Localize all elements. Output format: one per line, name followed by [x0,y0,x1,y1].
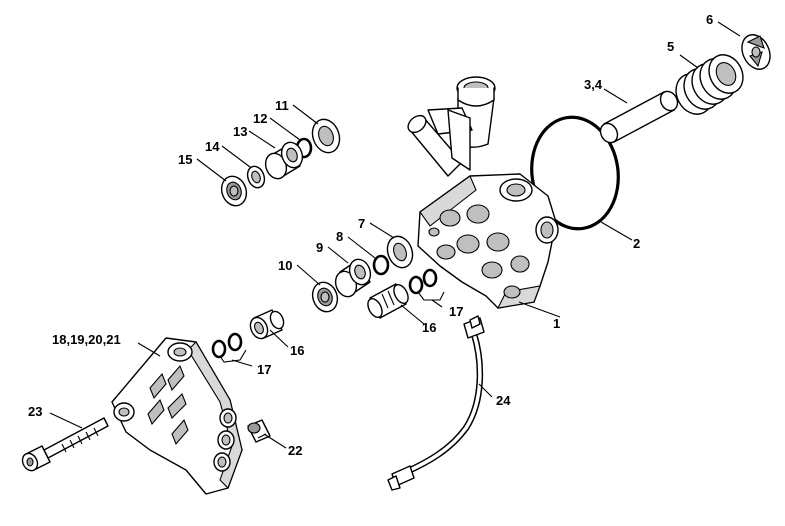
part-3-4-piston [599,90,679,144]
callout-6: 6 [706,12,713,27]
callout-17-left: 17 [257,362,271,377]
part-18-21-cover [111,337,243,495]
part-7-seal-ring [386,235,414,269]
callout-11: 11 [275,98,289,113]
callout-22: 22 [288,443,302,458]
callout-7: 7 [358,216,365,231]
callout-1: 1 [553,316,560,331]
part-10-seal [311,281,339,313]
part-13-bushing [264,141,304,180]
callout-10: 10 [278,258,292,273]
callout-13: 13 [233,124,247,139]
part-24-pipe [387,315,485,491]
part-11-seal-ring [311,118,341,154]
part-23-bolt [21,417,109,472]
part-2-large-oring [530,115,620,231]
callout-24: 24 [496,393,511,408]
callout-16-left: 16 [290,343,304,358]
part-16-valve-left [249,309,285,340]
part-16-valve-center [367,283,409,319]
callout-8: 8 [336,229,343,244]
leader-lines [49,21,741,449]
part-17-orings-left [211,332,243,359]
callout-labels: 1 2 3,4 5 6 7 8 9 10 11 12 13 14 15 16 1… [28,12,713,458]
part-6-retainer [741,34,771,70]
part-22-plug [247,419,271,443]
callout-14: 14 [205,139,220,154]
callout-15: 15 [178,152,192,167]
part-17-orings-center [408,268,438,295]
callout-17-center: 17 [449,304,463,319]
part-9-valve-seat [334,258,372,298]
callout-23: 23 [28,404,42,419]
part-15-seal [220,175,248,207]
part-1-pump-housing [407,76,559,309]
callout-16-center: 16 [422,320,436,335]
callout-5: 5 [667,39,674,54]
part-5-spring [675,54,744,115]
part-8-oring [372,254,390,276]
callout-2: 2 [633,236,640,251]
callout-12: 12 [253,111,267,126]
callout-9: 9 [316,240,323,255]
callout-3-4: 3,4 [584,77,603,92]
part-14-ring [246,165,266,189]
callout-18-19-20-21: 18,19,20,21 [52,332,121,347]
